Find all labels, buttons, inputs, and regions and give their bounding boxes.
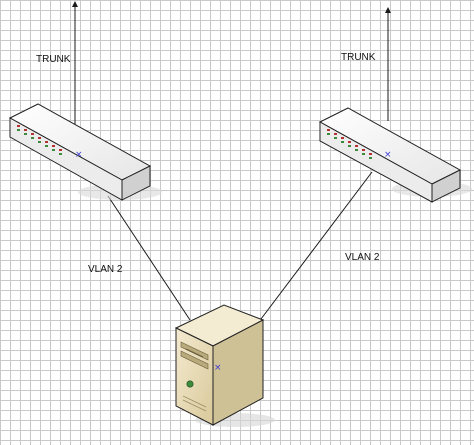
switch-left-leds <box>17 125 62 155</box>
network-switch-icon <box>318 107 472 203</box>
vlan-link-left <box>107 195 191 321</box>
switch-left-marker: × <box>75 150 83 160</box>
server-marker: × <box>214 363 222 373</box>
trunk-label-right: TRUNK <box>341 52 376 63</box>
switch-right: × <box>318 107 472 203</box>
vlan-label-left: VLAN 2 <box>88 264 123 275</box>
switch-left: × <box>8 103 162 201</box>
network-switch-icon <box>8 103 162 201</box>
server-tower-icon <box>174 304 275 427</box>
switch-right-leds <box>327 129 372 159</box>
vlan-link-right <box>260 171 373 320</box>
vlan-label-right: VLAN 2 <box>345 252 380 263</box>
switch-right-marker: × <box>384 150 392 160</box>
server: × <box>174 304 275 427</box>
trunk-label-left: TRUNK <box>36 54 71 65</box>
